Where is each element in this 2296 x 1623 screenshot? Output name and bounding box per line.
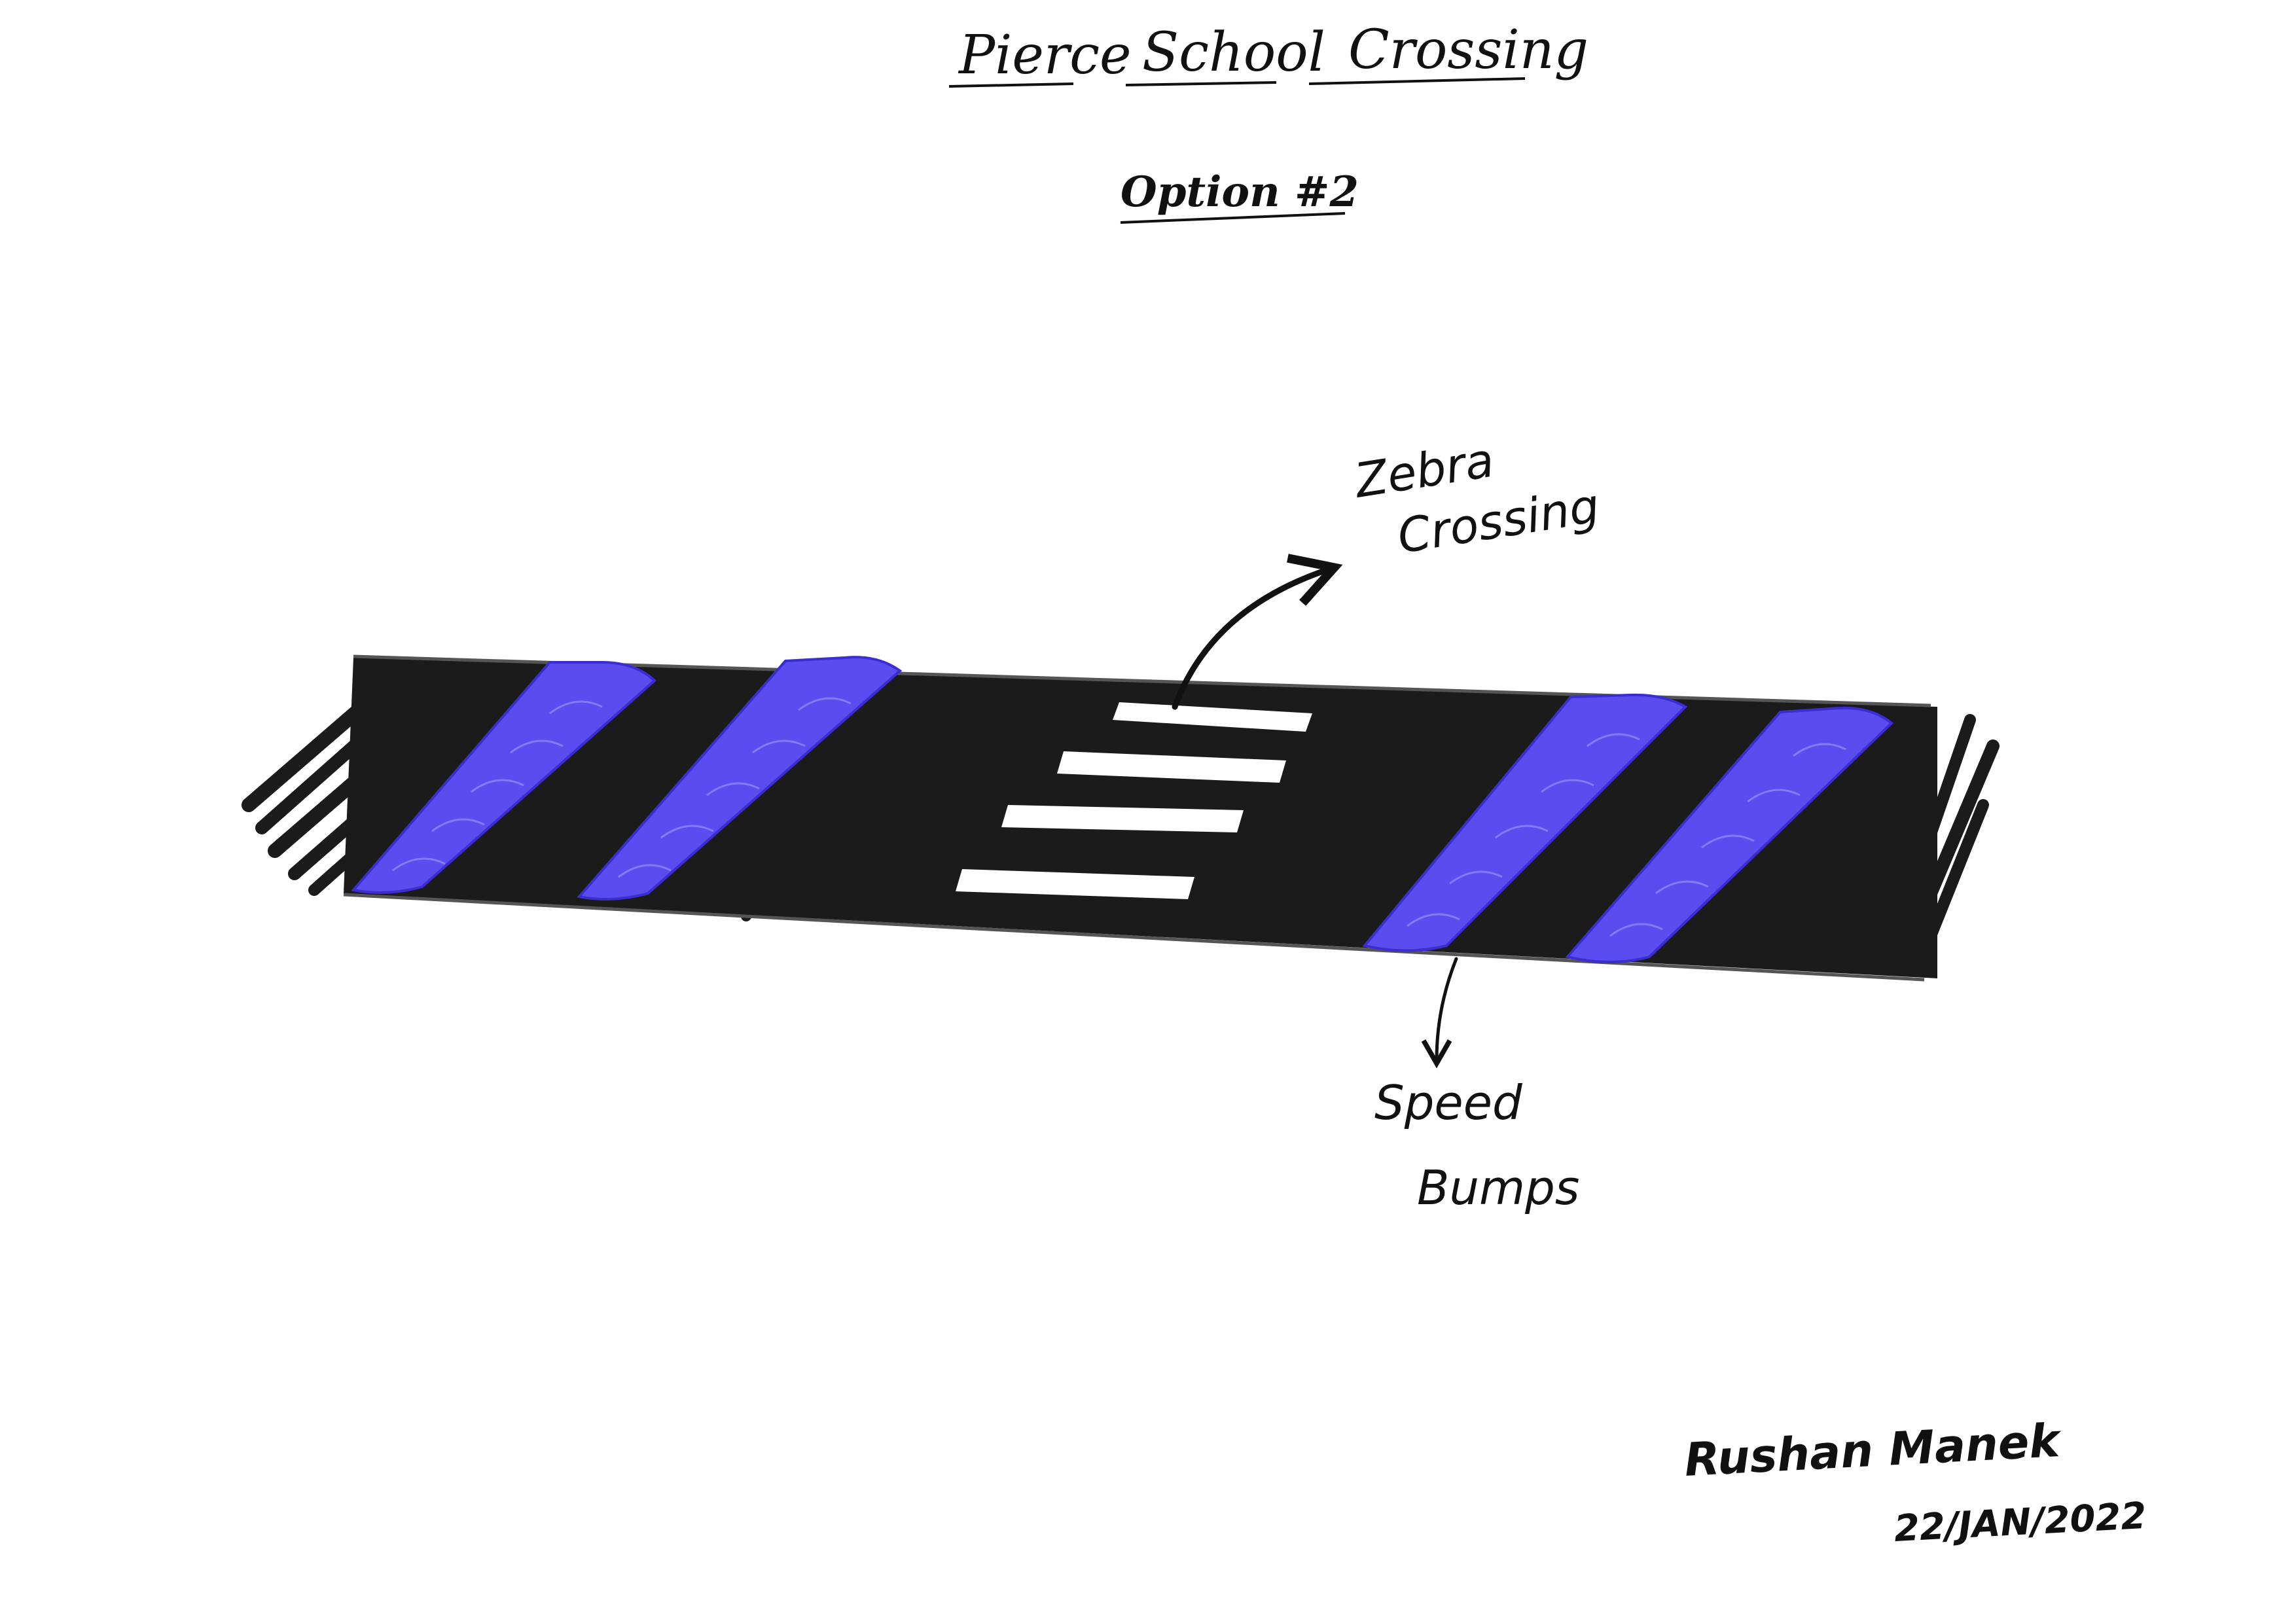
title-word-2: School (1142, 22, 1325, 84)
bumps-label-line1: Speed (1374, 1075, 1523, 1130)
page-title: Pierce School Crossing (949, 19, 1588, 86)
subtitle-text: Option #2 (1121, 168, 1359, 217)
title-word-3: Crossing (1348, 19, 1588, 81)
zebra-annotation: Zebra Crossing (1175, 432, 1603, 707)
sketch-date: 22/JAN/2022 (1893, 1495, 2147, 1550)
bumps-label-line2: Bumps (1417, 1160, 1579, 1215)
title-word-1: Pierce (958, 24, 1132, 86)
bumps-annotation: Speed Bumps (1374, 959, 1579, 1215)
author-name: Rushan Manek (1683, 1414, 2064, 1487)
bumps-arrow (1437, 959, 1456, 1060)
subtitle: Option #2 (1121, 168, 1359, 223)
signature-block: Rushan Manek 22/JAN/2022 (1683, 1414, 2147, 1550)
